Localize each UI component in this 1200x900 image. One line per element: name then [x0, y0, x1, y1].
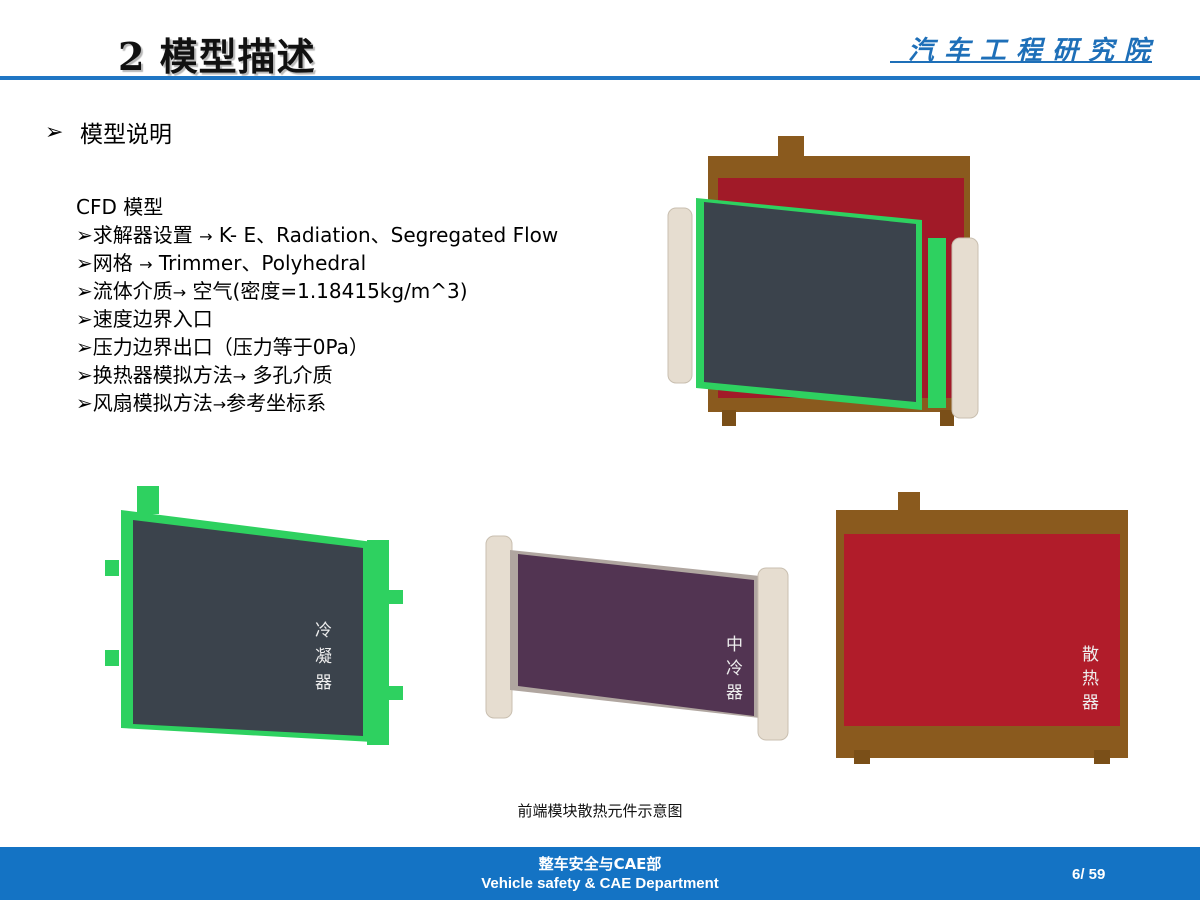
item-bullet-icon: ➢: [76, 391, 93, 415]
bullet-arrow-icon: ➢: [45, 119, 64, 145]
assembly-condenser-core: [704, 202, 916, 402]
radiator-label-2: 热: [1082, 669, 1099, 689]
radiator-image: 散 热 器: [836, 492, 1128, 764]
assembly-left-tank: [667, 207, 693, 384]
radiator-foot: [1094, 750, 1110, 764]
item-bullet-icon: ➢: [76, 363, 93, 387]
condenser-label-2: 凝: [315, 647, 332, 667]
page-number: 6/ 59: [1072, 866, 1106, 883]
item-bullet-icon: ➢: [76, 223, 93, 247]
arrow-right-icon: →: [232, 367, 247, 386]
assembly-filler-neck: [778, 136, 804, 160]
arrow-right-icon: →: [172, 283, 187, 302]
intercooler-image: 中 冷 器: [485, 535, 789, 741]
item-bullet-icon: ➢: [76, 251, 93, 275]
list-item: ➢压力边界出口（压力等于0Pa）: [76, 335, 369, 359]
assembly-green-tank: [928, 238, 946, 408]
cfd-model-list: CFD 模型 ➢求解器设置 → K- E、Radiation、Segregate…: [76, 193, 558, 417]
condenser-tank: [367, 540, 389, 745]
radiator-foot: [854, 750, 870, 764]
list-item: ➢网格 → Trimmer、Polyhedral: [76, 251, 367, 275]
condenser-clip: [389, 686, 403, 700]
list-item: ➢求解器设置 → K- E、Radiation、Segregated Flow: [76, 223, 559, 247]
condenser-clip: [389, 590, 403, 604]
figure-caption: 前端模块散热元件示意图: [517, 802, 683, 820]
list-item: ➢速度边界入口: [76, 307, 213, 331]
assembly-right-tank: [951, 237, 979, 419]
cfd-heading: CFD 模型: [76, 195, 164, 219]
intercooler-left-tank: [485, 535, 513, 719]
condenser-clip: [105, 560, 119, 576]
arrow-right-icon: →: [199, 227, 213, 246]
condenser-core: [133, 520, 363, 736]
item-bullet-icon: ➢: [76, 335, 93, 359]
intercooler-right-tank: [757, 567, 789, 741]
intercooler-label-2: 冷: [726, 659, 743, 679]
condenser-label-3: 器: [315, 673, 332, 693]
section-heading: ➢ 模型说明: [45, 115, 172, 149]
radiator-label-1: 散: [1082, 645, 1099, 665]
footer-department-cn: 整车安全与CAE部: [538, 855, 662, 873]
section-heading-text: 模型说明: [80, 122, 172, 148]
footer-bar: [0, 847, 1200, 900]
list-item: ➢风扇模拟方法→参考坐标系: [76, 391, 327, 415]
arrow-right-icon: →: [139, 255, 153, 274]
footer-department-en: Vehicle safety & CAE Department: [481, 875, 719, 892]
slide-title: 2 模型描述: [118, 34, 316, 79]
radiator-label-3: 器: [1082, 693, 1099, 713]
condenser-clip: [105, 650, 119, 666]
condenser-image: 冷 凝 器: [105, 486, 403, 745]
arrow-right-icon: →: [212, 395, 227, 414]
intercooler-label-3: 器: [726, 683, 743, 703]
item-bullet-icon: ➢: [76, 279, 93, 303]
condenser-label-1: 冷: [315, 621, 332, 641]
intercooler-core: [518, 554, 754, 716]
assembly-image: [667, 136, 979, 426]
institute-underline: [890, 61, 1152, 63]
list-item: ➢流体介质→ 空气(密度=1.18415kg/m^3): [76, 279, 468, 303]
radiator-core: [844, 534, 1120, 726]
assembly-foot: [722, 410, 736, 426]
list-item: ➢换热器模拟方法→ 多孔介质: [76, 363, 333, 387]
intercooler-label-1: 中: [726, 635, 743, 655]
header-divider: [0, 76, 1200, 80]
condenser-bracket: [137, 486, 159, 514]
assembly-foot: [940, 410, 954, 426]
item-bullet-icon: ➢: [76, 307, 93, 331]
